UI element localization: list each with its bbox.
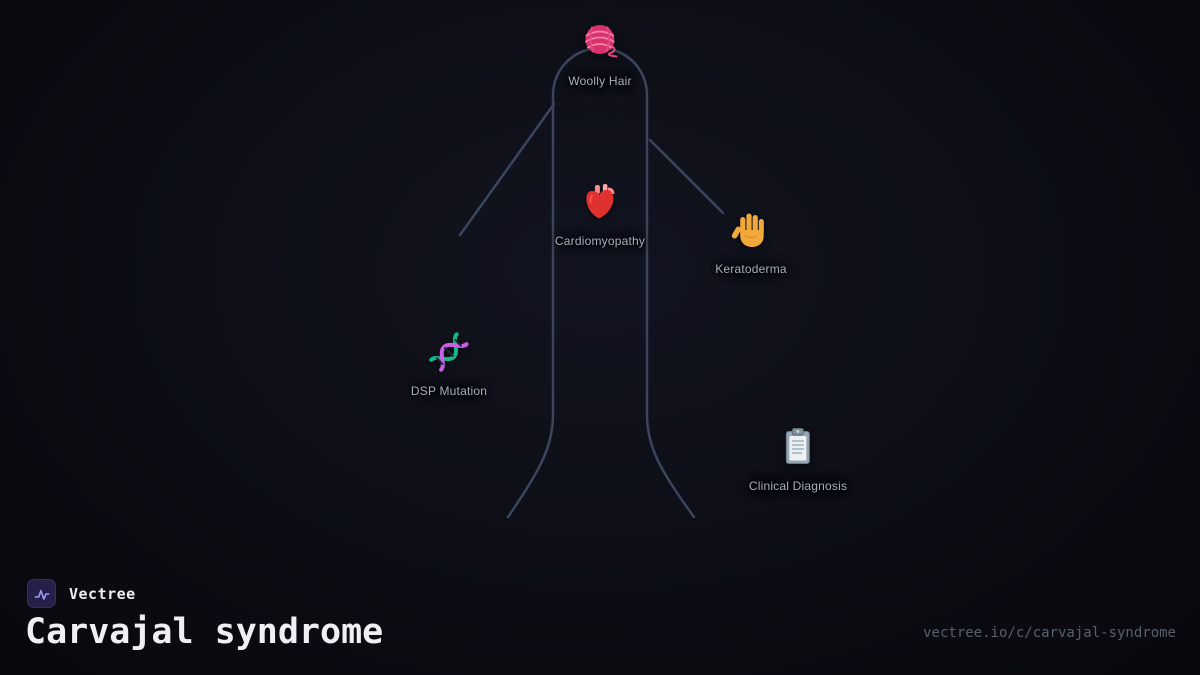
- edge-right-branch: [648, 138, 725, 215]
- node-keratoderma[interactable]: Keratoderma: [715, 210, 787, 276]
- waveform-icon: [34, 589, 49, 600]
- raised-hand-icon: [731, 213, 764, 247]
- vectree-logo: [27, 579, 56, 608]
- anatomical-heart-icon: [586, 184, 615, 219]
- clipboard-icon: [786, 428, 810, 464]
- node-label: Keratoderma: [715, 262, 787, 276]
- edge-left-branch: [458, 102, 556, 237]
- node-label: Clinical Diagnosis: [748, 479, 848, 493]
- brand-name: Vectree: [69, 584, 136, 603]
- edge-trunk: [506, 46, 696, 519]
- page-url: vectree.io/c/carvajal-syndrome: [923, 625, 1176, 641]
- node-clinical-diagnosis[interactable]: Clinical Diagnosis: [749, 427, 847, 493]
- node-woolly-hair[interactable]: Woolly Hair: [568, 22, 631, 88]
- node-cardiomyopathy[interactable]: Cardiomyopathy: [555, 182, 645, 248]
- node-label: Cardiomyopathy: [554, 234, 646, 248]
- node-label: Woolly Hair: [568, 74, 632, 88]
- node-dsp-mutation[interactable]: DSP Mutation: [411, 332, 487, 398]
- node-label: DSP Mutation: [410, 384, 488, 398]
- yarn-ball-icon: [584, 25, 617, 58]
- brand-row: Vectree: [27, 579, 136, 608]
- page-title: Carvajal syndrome: [25, 612, 384, 652]
- dna-icon: [429, 332, 469, 372]
